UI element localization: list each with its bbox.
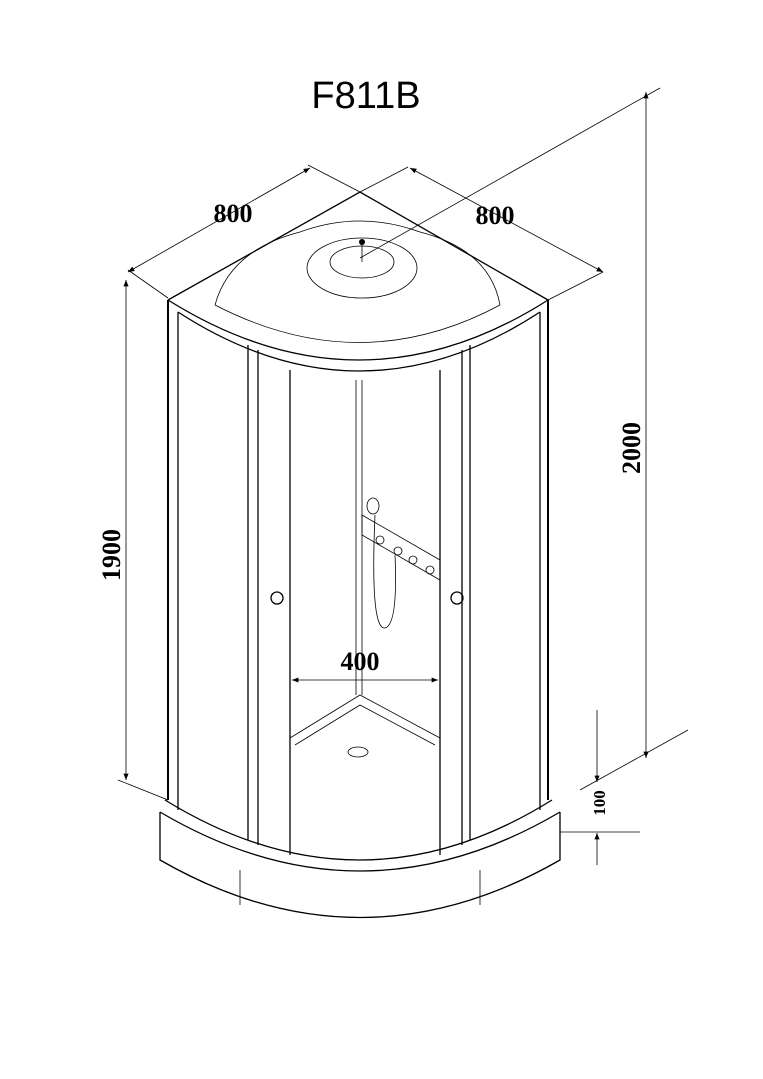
door-opening-label: 400: [341, 647, 380, 676]
door-height-label: 1900: [97, 529, 126, 581]
tray-height-label: 100: [590, 790, 609, 816]
dimension-width-right: 800: [359, 166, 604, 301]
dimension-door-opening: 400: [292, 647, 438, 683]
roof: [167, 191, 549, 372]
dimension-tray-height: 100: [560, 710, 640, 865]
door-handle-left: [270, 591, 284, 605]
width-right-label: 800: [476, 201, 515, 230]
cabin-body: [167, 300, 549, 855]
width-left-label: 800: [214, 199, 253, 228]
total-height-label: 2000: [617, 422, 646, 474]
dimension-width-left: 800: [127, 164, 361, 299]
shower-head: [366, 497, 380, 515]
dimension-door-height: 1900: [97, 280, 169, 801]
shower-tray: [159, 799, 561, 919]
dimension-total-height: 2000: [359, 87, 689, 791]
door-handle-right: [450, 591, 464, 605]
model-title: F811B: [311, 75, 420, 117]
